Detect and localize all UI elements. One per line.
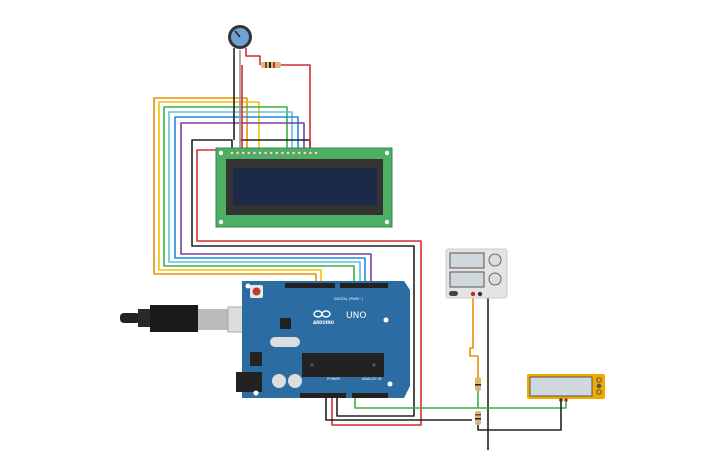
- lcd-pin[interactable]: [246, 151, 251, 155]
- lcd-pin[interactable]: [252, 151, 257, 155]
- wire-yellow[interactable]: [158, 101, 322, 286]
- lcd-display[interactable]: [215, 147, 393, 228]
- arduino-uno[interactable]: UNO ARDUINO DIGITAL (PWM~) POWER ANALOG …: [236, 281, 410, 398]
- wire-green-a0[interactable]: [354, 390, 567, 409]
- lcd-pin[interactable]: [230, 151, 234, 155]
- wire-green[interactable]: [163, 106, 355, 286]
- wire-black-meter[interactable]: [477, 400, 562, 431]
- wire-black-rw[interactable]: [240, 139, 311, 148]
- lcd-pin[interactable]: [291, 151, 296, 155]
- power-jack: [236, 372, 262, 392]
- lcd-pin[interactable]: [263, 151, 268, 155]
- lcd-pin[interactable]: [235, 151, 240, 155]
- lcd-pin[interactable]: [274, 151, 279, 155]
- lcd-pin[interactable]: [269, 151, 274, 155]
- lcd-pin[interactable]: [308, 151, 313, 155]
- wire-red-vcc[interactable]: [196, 149, 422, 426]
- lcd-pin[interactable]: [314, 151, 318, 155]
- resistor-pot[interactable]: [261, 62, 281, 68]
- wires: [153, 48, 567, 450]
- potentiometer[interactable]: [228, 25, 252, 49]
- wire-blue[interactable]: [174, 116, 366, 286]
- arduino-logo: [313, 310, 331, 318]
- wire-black-gnd[interactable]: [191, 139, 415, 417]
- power-label: POWER: [327, 377, 341, 381]
- wire-orange-psu[interactable]: [469, 294, 479, 378]
- analog-label: ANALOG IN: [362, 377, 382, 381]
- lcd-pin[interactable]: [286, 151, 290, 155]
- atmega-chip: [302, 353, 384, 377]
- wire-purple[interactable]: [180, 122, 372, 286]
- resistor-2[interactable]: [475, 411, 481, 425]
- wire-light-blue[interactable]: [168, 111, 361, 286]
- wire-red-pot[interactable]: [245, 48, 311, 148]
- multimeter[interactable]: [527, 374, 605, 402]
- lcd-pin[interactable]: [280, 151, 285, 155]
- wire-black-5[interactable]: [325, 394, 472, 421]
- resistor-1[interactable]: [475, 377, 481, 391]
- lcd-pins: [230, 151, 318, 155]
- arduino-model: UNO: [346, 311, 366, 321]
- wire-black-psu[interactable]: [480, 293, 489, 450]
- dc-power-supply[interactable]: [445, 248, 508, 299]
- lcd-pin[interactable]: [258, 151, 262, 155]
- lcd-pin[interactable]: [241, 151, 245, 155]
- lcd-pin[interactable]: [297, 151, 302, 155]
- lcd-screen: [233, 168, 377, 205]
- lcd-pin[interactable]: [302, 151, 307, 155]
- digital-label: DIGITAL (PWM~): [334, 297, 364, 301]
- arduino-brand: ARDUINO: [313, 320, 335, 325]
